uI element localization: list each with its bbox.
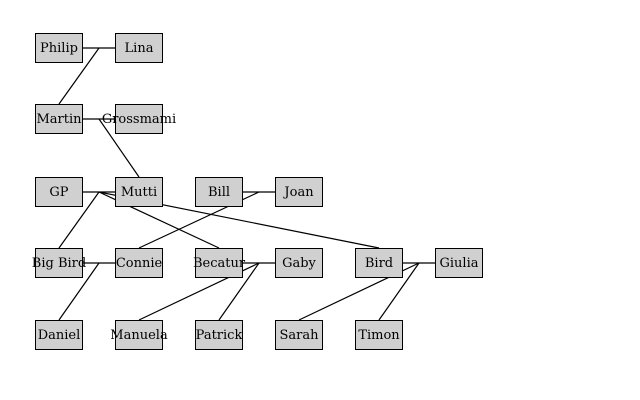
node-gp: GP (35, 177, 83, 207)
node-label: GP (49, 184, 69, 200)
node-timon: Timon (355, 320, 403, 350)
node-label: Big Bird (31, 255, 87, 271)
node-connie: Connie (115, 248, 163, 278)
node-label: Bird (364, 255, 394, 271)
node-label: Martin (36, 111, 82, 127)
node-label: Timon (358, 327, 400, 343)
node-patrick: Patrick (195, 320, 243, 350)
node-label: Connie (115, 255, 163, 271)
node-label: Mutti (120, 184, 158, 200)
node-label: Patrick (195, 327, 243, 343)
node-mutti: Mutti (115, 177, 163, 207)
node-label: Manuela (110, 327, 168, 343)
node-label: Giulia (439, 255, 479, 271)
node-label: Daniel (37, 327, 81, 343)
node-bill: Bill (195, 177, 243, 207)
node-gaby: Gaby (275, 248, 323, 278)
descent-line-mutti (98, 118, 140, 178)
node-martin: Martin (35, 104, 83, 134)
node-label: Becatur (192, 255, 246, 271)
descent-line-daniel (58, 262, 100, 321)
node-label: Philip (40, 40, 78, 56)
node-joan: Joan (275, 177, 323, 207)
node-label: Gaby (282, 255, 316, 271)
node-grossmami: Grossmami (102, 104, 176, 134)
node-big-bird: Big Bird (31, 248, 87, 278)
node-label: Bill (207, 184, 231, 200)
node-daniel: Daniel (35, 320, 83, 350)
descent-line-bigbird (58, 191, 100, 249)
node-lina: Lina (115, 33, 163, 63)
node-label: Joan (284, 184, 314, 200)
node-label: Grossmami (101, 111, 177, 127)
descent-line-patrick (218, 262, 260, 321)
node-label: Lina (124, 40, 154, 56)
descent-line-martin (58, 47, 100, 105)
node-becatur: Becatur (192, 248, 246, 278)
node-label: Sarah (279, 327, 319, 343)
node-manuela: Manuela (110, 320, 168, 350)
descent-line-timon (378, 262, 420, 321)
node-bird: Bird (355, 248, 403, 278)
node-giulia: Giulia (435, 248, 483, 278)
node-philip: Philip (35, 33, 83, 63)
node-sarah: Sarah (275, 320, 323, 350)
